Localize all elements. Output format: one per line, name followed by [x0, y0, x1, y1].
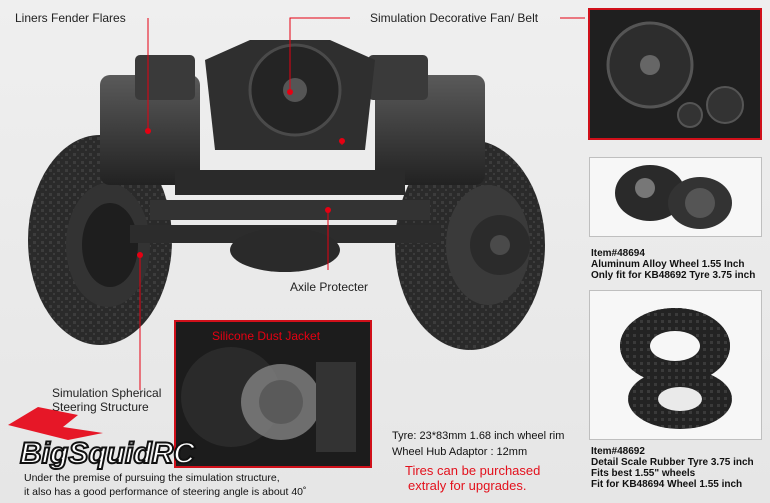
tyre-image — [620, 308, 732, 429]
wheel-image — [615, 165, 732, 229]
wheel-product-box — [589, 157, 762, 237]
label-axle-protector: Axile Protecter — [290, 280, 369, 294]
tyre-product-box — [589, 290, 762, 440]
bottom-note-line2: it also has a good performance of steeri… — [24, 486, 307, 498]
axle-differential — [230, 228, 340, 272]
item-48692-line2: Fits best 1.55" wheels — [591, 468, 696, 479]
marker-dot — [137, 252, 143, 258]
fan-belt-closeup — [588, 8, 762, 140]
label-liners-fender-flares: Liners Fender Flares — [15, 11, 126, 25]
tires-purchase-line2: extraly for upgrades. — [408, 478, 527, 493]
marker-dot — [325, 207, 331, 213]
tires-purchase-line1: Tires can be purchased — [405, 463, 541, 478]
svg-text:BigSquidRC: BigSquidRC — [20, 437, 196, 470]
marker-dot — [287, 89, 293, 95]
bigsquidrc-logo: BigSquidRC — [8, 407, 197, 471]
item-48694-line2: Only fit for KB48692 Tyre 3.75 inch — [591, 270, 756, 281]
hub-spec: Wheel Hub Adaptor : 12mm — [392, 446, 528, 458]
marker-dot — [145, 128, 151, 134]
item-48694-number: Item#48694 — [591, 248, 645, 259]
dust-jacket-image — [176, 322, 370, 466]
fan-closeup-image — [590, 10, 760, 138]
dust-jacket-closeup — [174, 320, 372, 468]
right-fender — [375, 75, 485, 185]
item-48692-number: Item#48692 — [591, 446, 645, 457]
front-bumper — [175, 170, 405, 195]
label-decorative-fan-belt: Simulation Decorative Fan/ Belt — [370, 11, 539, 25]
tyre-spec: Tyre: 23*83mm 1.68 inch wheel rim — [392, 430, 565, 442]
item-48692-line1: Detail Scale Rubber Tyre 3.75 inch — [591, 457, 754, 468]
label-steering-line2: Steering Structure — [52, 400, 149, 414]
item-48692-line3: Fit for KB48694 Wheel 1.55 inch — [591, 479, 743, 490]
item-48694-line1: Aluminum Alloy Wheel 1.55 Inch — [591, 259, 745, 270]
label-steering-line1: Simulation Spherical — [52, 386, 162, 400]
label-silicone-dust-jacket: Silicone Dust Jacket — [212, 329, 321, 343]
marker-dot — [339, 138, 345, 144]
bottom-note-line1: Under the premise of pursuing the simula… — [24, 472, 280, 484]
